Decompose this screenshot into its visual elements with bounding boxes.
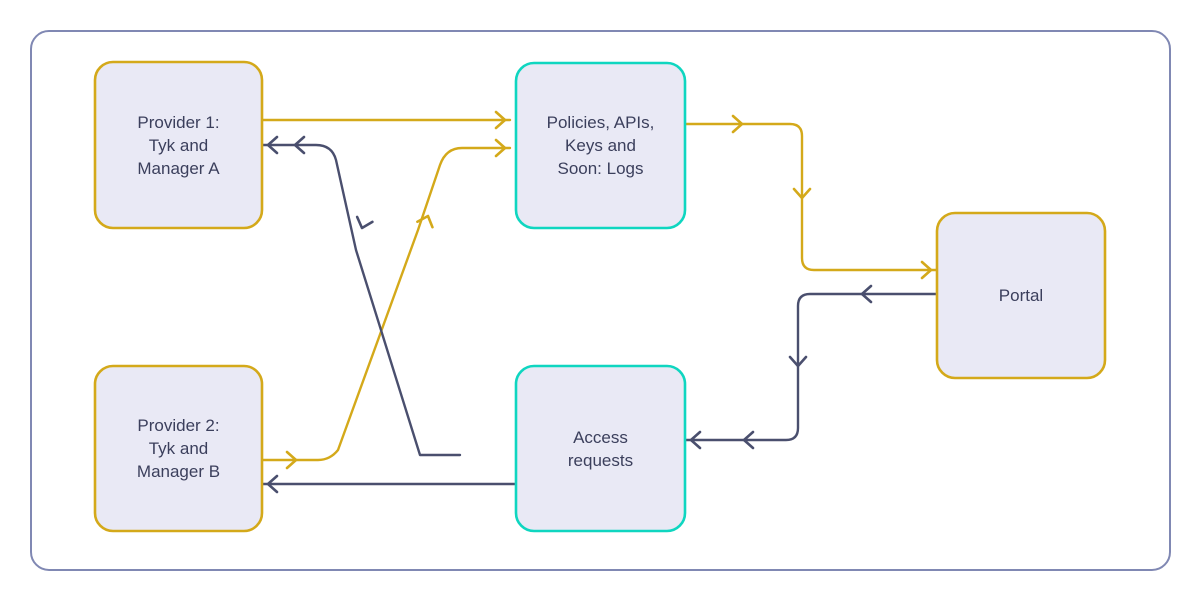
arrowhead-icon [792, 187, 812, 200]
frame-layer [30, 30, 1171, 571]
arrowhead-icon [860, 284, 873, 304]
arrowhead-chevron [494, 110, 507, 130]
edge-policies-to-portal [683, 114, 939, 280]
arrowhead-chevron [285, 450, 298, 470]
arrowhead-chevron [920, 260, 933, 280]
edge-line [260, 146, 512, 462]
arrowhead-chevron [731, 114, 744, 134]
arrowhead-chevron [266, 474, 279, 494]
node-box-policies[interactable] [514, 61, 687, 230]
arrowhead-chevron [494, 138, 507, 158]
edge-policies-to-provider1 [260, 135, 462, 457]
edge-provider1-to-policies [260, 110, 512, 130]
node-box-provider-2[interactable] [93, 364, 264, 533]
node-box-portal[interactable] [935, 211, 1107, 380]
arrowhead-icon [285, 450, 298, 470]
arrowhead-icon [355, 215, 374, 230]
arrowhead-icon [788, 355, 808, 368]
arrowhead-icon [731, 114, 744, 134]
edge-accessreq-to-provider2 [260, 474, 518, 494]
edge-portal-to-accessreq [683, 284, 939, 450]
edge-provider2-to-policies [260, 138, 512, 470]
node-box-access-requests[interactable] [514, 364, 687, 533]
arrowhead-chevron [355, 215, 374, 230]
arrowhead-icon [266, 135, 279, 155]
arrowhead-icon [920, 260, 933, 280]
arrowhead-icon [416, 214, 434, 229]
arrowhead-chevron [860, 284, 873, 304]
edge-layer [260, 110, 939, 494]
arrowhead-chevron [266, 135, 279, 155]
edge-line [260, 143, 462, 457]
arrowhead-chevron [742, 430, 755, 450]
arrowhead-chevron [416, 214, 434, 229]
arrowhead-icon [742, 430, 755, 450]
arrowhead-chevron [788, 355, 808, 368]
diagram-frame-border [30, 30, 1171, 571]
arrowhead-chevron [293, 135, 306, 155]
node-layer [93, 60, 1107, 533]
node-box-provider-1[interactable] [93, 60, 264, 230]
arrowhead-icon [494, 138, 507, 158]
arrowhead-icon [266, 474, 279, 494]
arrowhead-icon [689, 430, 702, 450]
arrowhead-chevron [689, 430, 702, 450]
arrowhead-icon [494, 110, 507, 130]
arrowhead-chevron [792, 187, 812, 200]
arrowhead-icon [293, 135, 306, 155]
